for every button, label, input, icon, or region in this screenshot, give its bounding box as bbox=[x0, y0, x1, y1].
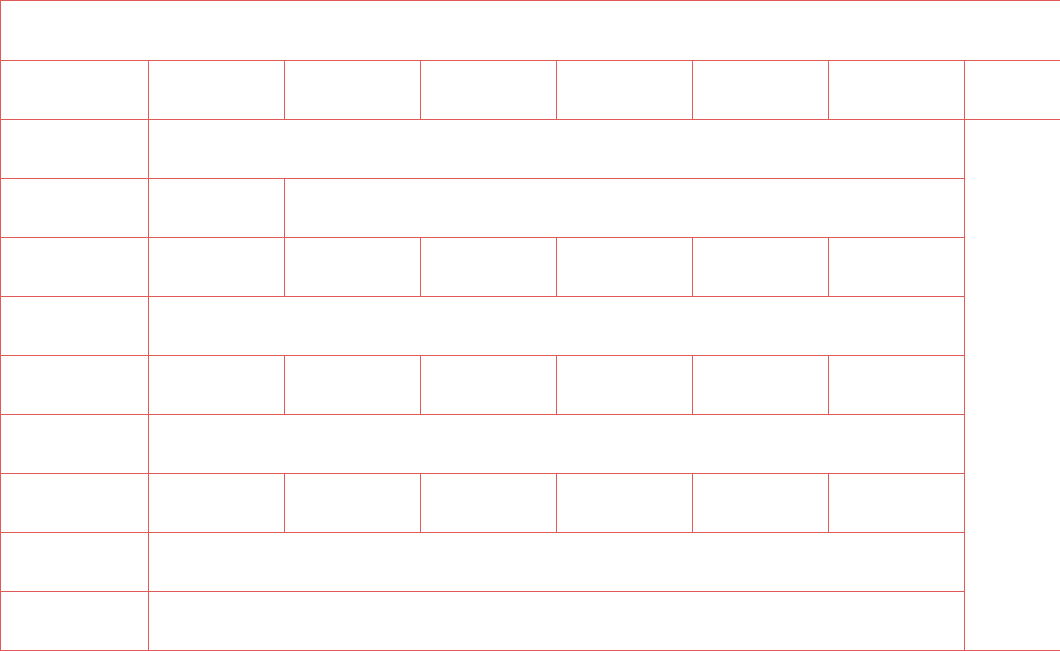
header-cell-5 bbox=[556, 60, 693, 120]
row-value-merged bbox=[148, 119, 965, 179]
row-label bbox=[0, 414, 149, 474]
form-row-1 bbox=[0, 119, 1060, 651]
row-cell bbox=[148, 178, 285, 238]
row-cell bbox=[284, 355, 421, 415]
row-cell bbox=[284, 473, 421, 533]
row-label bbox=[0, 473, 149, 533]
row-label bbox=[0, 178, 149, 238]
row-value-merged bbox=[148, 414, 965, 474]
form-row-2 bbox=[0, 178, 1060, 238]
row-cell bbox=[556, 355, 693, 415]
row-cell bbox=[828, 237, 965, 297]
row-cell bbox=[420, 237, 557, 297]
row-label bbox=[0, 591, 149, 651]
row-label bbox=[0, 237, 149, 297]
row-cell bbox=[692, 355, 829, 415]
row-value-merged bbox=[148, 591, 965, 651]
row-value-merged bbox=[284, 178, 965, 238]
row-value-merged bbox=[148, 532, 965, 592]
form-row-5 bbox=[0, 355, 1060, 415]
header-cell-6 bbox=[692, 60, 829, 120]
row-cell bbox=[420, 473, 557, 533]
row-cell bbox=[148, 237, 285, 297]
header-row bbox=[0, 60, 1060, 120]
row-cell bbox=[284, 237, 421, 297]
row-cell bbox=[692, 237, 829, 297]
header-cell-4 bbox=[420, 60, 557, 120]
header-cell-2 bbox=[148, 60, 285, 120]
row-cell bbox=[556, 473, 693, 533]
form-row-3 bbox=[0, 237, 1060, 297]
form-row-9 bbox=[0, 591, 1060, 651]
row-cell bbox=[148, 473, 285, 533]
row-cell bbox=[828, 473, 965, 533]
header-cell-8 bbox=[964, 60, 1060, 120]
row-label bbox=[0, 532, 149, 592]
header-cell-3 bbox=[284, 60, 421, 120]
row-label bbox=[0, 355, 149, 415]
title-row bbox=[0, 0, 1060, 61]
row-value-merged bbox=[148, 296, 965, 356]
form-row-7 bbox=[0, 473, 1060, 533]
row-label bbox=[0, 296, 149, 356]
form-row-8 bbox=[0, 532, 1060, 592]
side-merged-cell bbox=[964, 119, 1060, 651]
form-row-4 bbox=[0, 296, 1060, 356]
form-row-6 bbox=[0, 414, 1060, 474]
row-label bbox=[0, 119, 149, 179]
row-cell bbox=[828, 355, 965, 415]
title-cell bbox=[0, 0, 1060, 61]
header-cell-1 bbox=[0, 60, 149, 120]
row-cell bbox=[692, 473, 829, 533]
header-cell-7 bbox=[828, 60, 965, 120]
row-cell bbox=[556, 237, 693, 297]
row-cell bbox=[148, 355, 285, 415]
row-cell bbox=[420, 355, 557, 415]
